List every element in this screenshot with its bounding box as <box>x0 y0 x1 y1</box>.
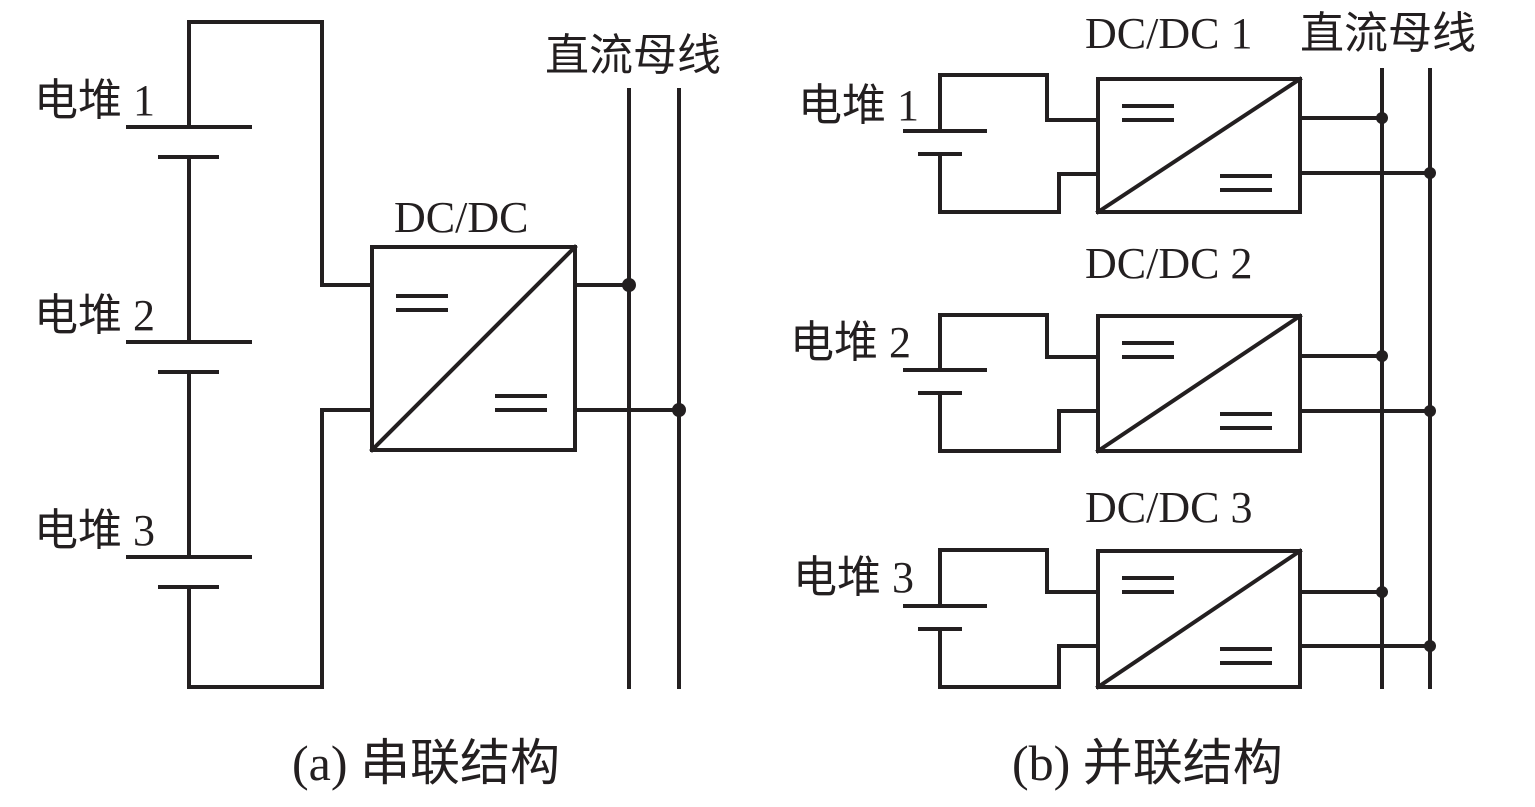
series-stack-3-symbol <box>126 555 252 589</box>
series-stack-label-3: 电堆 3 <box>34 506 155 555</box>
series-junction-dot-neg <box>672 403 686 417</box>
series-dcdc-converter <box>369 244 578 453</box>
parallel-panel: 电堆 1 电堆 2 电堆 3 DC/DC 1 DC/DC 2 DC/DC 3 直… <box>790 9 1476 791</box>
series-stack-2-symbol <box>126 340 252 374</box>
series-panel: 电堆 1 电堆 2 电堆 3 DC/DC 直流母线 (a) 串联结构 <box>34 20 721 791</box>
series-bottom-wire <box>187 408 374 689</box>
parallel-bus-label: 直流母线 <box>1300 9 1476 58</box>
series-stack-label-1: 电堆 1 <box>34 76 155 125</box>
series-stack-1-symbol <box>126 125 252 159</box>
series-converter-label: DC/DC <box>394 193 528 242</box>
parallel-stack-label-1: 电堆 1 <box>798 81 919 130</box>
parallel-converter-label-3: DC/DC 3 <box>1085 483 1252 532</box>
parallel-stack-label-2: 电堆 2 <box>790 318 911 367</box>
parallel-branch-2 <box>903 313 1436 454</box>
parallel-branch-1 <box>903 73 1436 215</box>
parallel-caption: (b) 并联结构 <box>1012 735 1283 791</box>
series-top-wire <box>187 20 374 287</box>
parallel-stack-label-3: 电堆 3 <box>793 553 914 602</box>
parallel-branch-3 <box>903 548 1436 690</box>
series-junction-dot-pos <box>622 278 636 292</box>
series-bus-label: 直流母线 <box>545 31 721 80</box>
parallel-converter-label-2: DC/DC 2 <box>1085 239 1252 288</box>
series-caption: (a) 串联结构 <box>292 735 560 791</box>
series-stack-label-2: 电堆 2 <box>34 291 155 340</box>
parallel-converter-label-1: DC/DC 1 <box>1085 9 1252 58</box>
